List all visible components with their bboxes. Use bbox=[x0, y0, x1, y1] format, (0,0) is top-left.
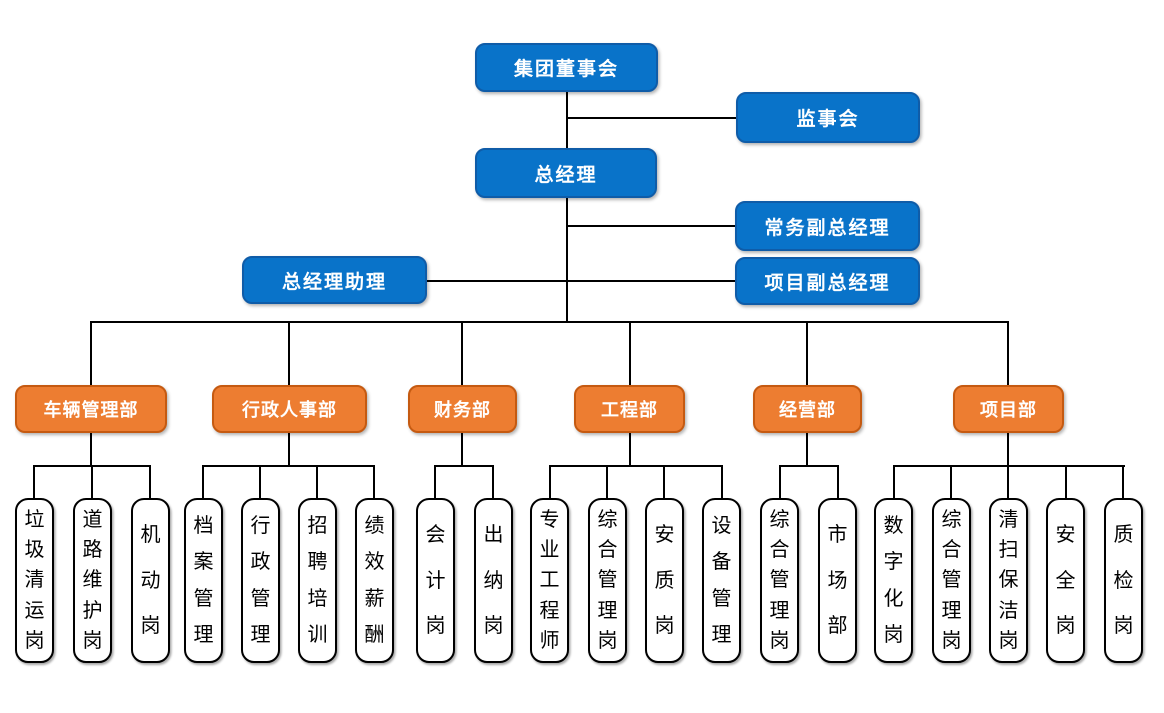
connector-line bbox=[549, 465, 551, 498]
connector-line bbox=[90, 321, 1009, 323]
connector-line bbox=[779, 465, 839, 467]
position-box[interactable]: 综合管理岗 bbox=[932, 498, 971, 663]
node-label: 集团董事会 bbox=[513, 59, 619, 80]
connector-line bbox=[259, 465, 261, 498]
position-box[interactable]: 综合管理岗 bbox=[760, 498, 799, 663]
connector-line bbox=[90, 321, 92, 385]
connector-line bbox=[567, 117, 736, 119]
connector-line bbox=[893, 465, 1125, 467]
position-box[interactable]: 绩效薪酬 bbox=[355, 498, 394, 663]
connector-line bbox=[721, 465, 723, 498]
node-label: 总经理 bbox=[534, 164, 598, 186]
position-box[interactable]: 会计岗 bbox=[416, 498, 455, 663]
connector-line bbox=[316, 465, 318, 498]
connector-line bbox=[567, 225, 735, 227]
position-box[interactable]: 道路维护岗 bbox=[73, 498, 112, 663]
connector-line bbox=[33, 465, 35, 498]
node-label: 项目副总经理 bbox=[764, 272, 891, 294]
connector-line bbox=[149, 465, 151, 498]
connector-line bbox=[91, 465, 93, 498]
connector-line bbox=[566, 92, 568, 322]
dept-finance[interactable]: 财务部 bbox=[408, 385, 517, 433]
connector-line bbox=[288, 433, 290, 467]
dept-operations[interactable]: 经营部 bbox=[753, 385, 862, 433]
connector-line bbox=[461, 321, 463, 385]
connector-line bbox=[434, 465, 436, 498]
position-box[interactable]: 安质岗 bbox=[645, 498, 684, 663]
node-executive-deputy-gm[interactable]: 常务副总经理 bbox=[735, 201, 920, 251]
dept-project[interactable]: 项目部 bbox=[953, 385, 1064, 433]
connector-line bbox=[461, 433, 463, 467]
connector-line bbox=[202, 465, 204, 498]
connector-line bbox=[806, 433, 808, 467]
node-label: 总经理助理 bbox=[281, 271, 387, 293]
connector-line bbox=[288, 321, 290, 385]
connector-line bbox=[549, 465, 723, 467]
position-box[interactable]: 垃圾清运岗 bbox=[15, 498, 54, 663]
dept-vehicle-management[interactable]: 车辆管理部 bbox=[15, 385, 167, 433]
department-label: 项目部 bbox=[980, 400, 1037, 420]
connector-line bbox=[629, 433, 631, 467]
connector-line bbox=[837, 465, 839, 498]
connector-line bbox=[373, 465, 375, 498]
connector-line bbox=[629, 321, 631, 385]
position-box[interactable]: 机动岗 bbox=[131, 498, 170, 663]
node-label: 常务副总经理 bbox=[764, 217, 891, 239]
position-box[interactable]: 清扫保洁岗 bbox=[989, 498, 1028, 663]
dept-admin-hr[interactable]: 行政人事部 bbox=[212, 385, 367, 433]
position-box[interactable]: 招聘培训 bbox=[298, 498, 337, 663]
position-box[interactable]: 出纳岗 bbox=[474, 498, 513, 663]
position-box[interactable]: 安全岗 bbox=[1046, 498, 1085, 663]
node-gm-assistant[interactable]: 总经理助理 bbox=[242, 256, 427, 304]
connector-line bbox=[663, 465, 665, 498]
connector-line bbox=[779, 465, 781, 498]
connector-line bbox=[427, 280, 735, 282]
node-board-of-directors[interactable]: 集团董事会 bbox=[475, 43, 658, 92]
connector-line bbox=[1122, 465, 1124, 498]
connector-line bbox=[1065, 465, 1067, 498]
node-supervisory-board[interactable]: 监事会 bbox=[736, 92, 920, 143]
dept-engineering[interactable]: 工程部 bbox=[574, 385, 685, 433]
position-box[interactable]: 专业工程师 bbox=[530, 498, 569, 663]
node-label: 监事会 bbox=[796, 109, 860, 130]
node-general-manager[interactable]: 总经理 bbox=[475, 148, 657, 198]
position-box[interactable]: 行政管理 bbox=[241, 498, 280, 663]
position-box[interactable]: 市场部 bbox=[818, 498, 857, 663]
department-label: 经营部 bbox=[779, 400, 836, 420]
connector-line bbox=[1007, 321, 1009, 385]
connector-line bbox=[893, 465, 895, 498]
position-box[interactable]: 质检岗 bbox=[1104, 498, 1143, 663]
department-label: 工程部 bbox=[601, 400, 658, 420]
position-box[interactable]: 档案管理 bbox=[184, 498, 223, 663]
connector-line bbox=[492, 465, 494, 498]
connector-line bbox=[606, 465, 608, 498]
connector-line bbox=[1007, 465, 1009, 498]
department-label: 行政人事部 bbox=[242, 400, 337, 420]
connector-line bbox=[950, 465, 952, 498]
department-label: 车辆管理部 bbox=[43, 400, 139, 420]
connector-line bbox=[202, 465, 375, 467]
position-box[interactable]: 综合管理岗 bbox=[588, 498, 627, 663]
connector-line bbox=[434, 465, 494, 467]
department-label: 财务部 bbox=[434, 400, 491, 420]
connector-line bbox=[90, 433, 92, 467]
node-project-deputy-gm[interactable]: 项目副总经理 bbox=[735, 257, 920, 305]
position-box[interactable]: 数字化岗 bbox=[874, 498, 913, 663]
connector-line bbox=[806, 321, 808, 385]
position-box[interactable]: 设备管理 bbox=[702, 498, 741, 663]
connector-line bbox=[1007, 433, 1009, 467]
